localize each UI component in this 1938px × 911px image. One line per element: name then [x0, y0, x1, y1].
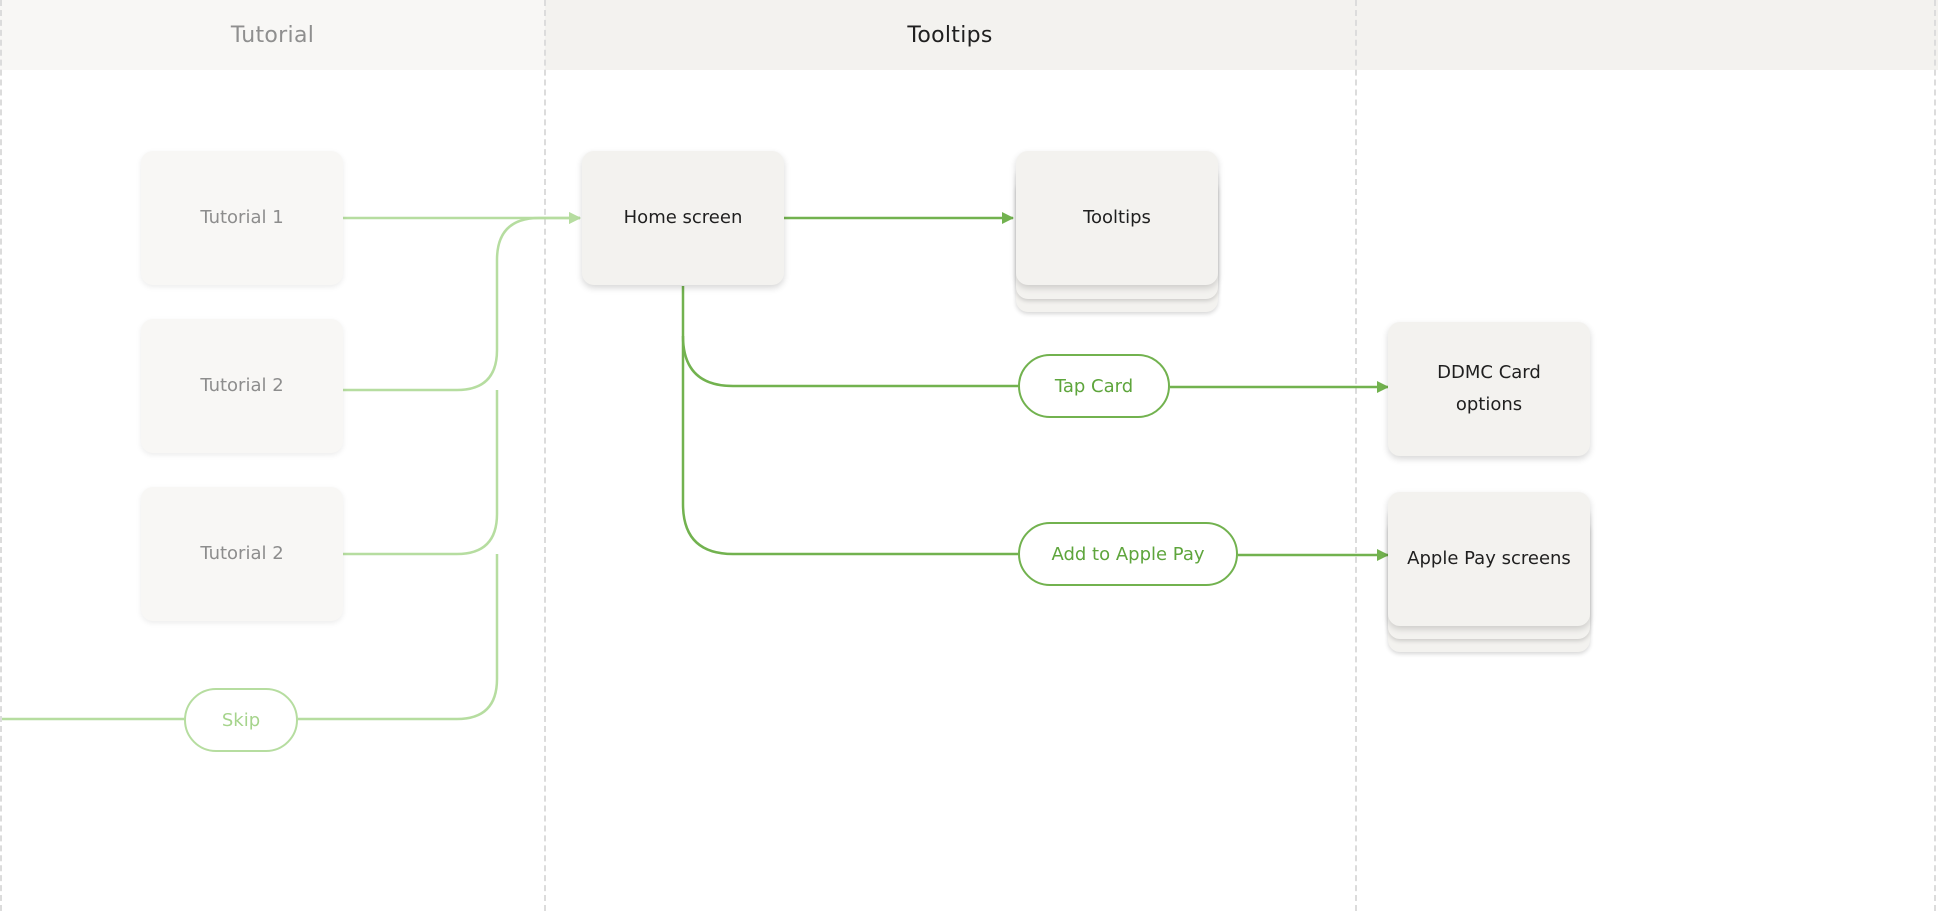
lane-divider-tooltips-third [1355, 0, 1357, 911]
action-skip[interactable]: Skip [184, 688, 298, 752]
action-add-to-apple-pay[interactable]: Add to Apple Pay [1018, 522, 1238, 586]
node-tutorial-1-label: Tutorial 1 [200, 207, 284, 228]
connector-merge-to-home [495, 212, 581, 300]
connector-tutorial-2a-to-merge [343, 300, 499, 392]
connector-skip-to-merge [298, 554, 499, 721]
action-tap-card-label: Tap Card [1054, 375, 1134, 397]
lane-header-third [1355, 0, 1938, 70]
lane-divider-tutorial-tooltips [544, 0, 546, 911]
node-tutorial-2b-label: Tutorial 2 [200, 543, 284, 564]
node-tutorial-2a[interactable]: Tutorial 2 [141, 319, 343, 453]
node-tutorial-1[interactable]: Tutorial 1 [141, 151, 343, 285]
lane-title-tutorial: Tutorial [230, 22, 315, 48]
node-ddmc-card-options-label: DDMC Card options [1437, 362, 1541, 415]
node-tutorial-2a-label: Tutorial 2 [200, 375, 284, 396]
node-tooltips[interactable]: Tooltips [1016, 151, 1218, 285]
lane-header-tutorial: Tutorial [0, 0, 545, 70]
action-skip-label: Skip [221, 709, 261, 731]
node-home-screen[interactable]: Home screen [582, 151, 784, 285]
node-tooltips-label: Tooltips [1083, 207, 1151, 228]
node-apple-pay-screens-label: Apple Pay screens [1407, 548, 1571, 569]
node-apple-pay-screens[interactable]: Apple Pay screens [1388, 492, 1590, 626]
lane-header-tooltips: Tooltips [545, 0, 1355, 70]
node-tutorial-2b[interactable]: Tutorial 2 [141, 487, 343, 621]
node-home-screen-label: Home screen [623, 207, 743, 228]
action-tap-card[interactable]: Tap Card [1018, 354, 1170, 418]
connector-home-to-tap-card [681, 286, 1018, 388]
connector-tutorial-2b-to-merge [343, 390, 499, 556]
lane-divider-right [1934, 0, 1936, 911]
connector-home-to-add-apple-pay [681, 336, 1018, 556]
lane-title-tooltips: Tooltips [907, 22, 993, 48]
action-add-to-apple-pay-label: Add to Apple Pay [1051, 543, 1205, 565]
node-ddmc-card-options[interactable]: DDMC Card options [1388, 322, 1590, 456]
lane-divider-left [0, 0, 2, 911]
